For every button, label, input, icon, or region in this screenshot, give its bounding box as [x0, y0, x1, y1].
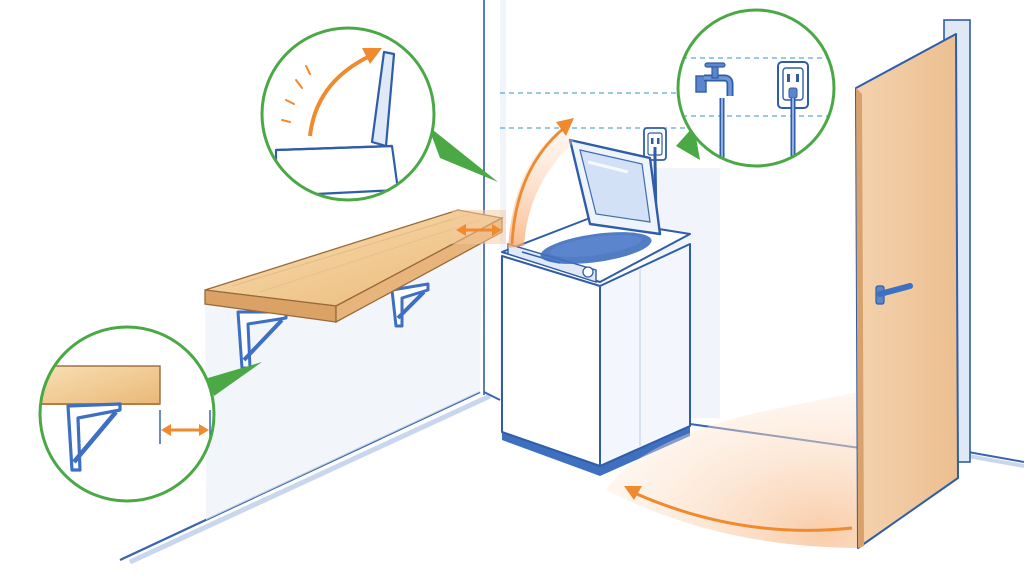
shelf-bracket-right [390, 282, 430, 328]
height-guide-lines [500, 92, 700, 129]
top-load-washer [501, 217, 691, 476]
washer-lid [568, 138, 662, 236]
lid-open-curved-arrow-icon [308, 48, 382, 137]
door [855, 19, 971, 549]
lid-swing-curved-arrow-icon [508, 118, 574, 248]
callout-lid-clearance [260, 26, 436, 202]
door-handle-icon [875, 283, 913, 305]
callout-faucet-outlet [676, 8, 836, 168]
edge-clearance-double-arrow-icon [161, 424, 209, 436]
shelf-clearance-double-arrow-icon [452, 210, 506, 244]
door-swing-area [606, 392, 860, 548]
power-outlet-icon [777, 61, 809, 166]
shelf-bracket-icon [66, 402, 122, 472]
callout-shelf-edge [38, 325, 216, 503]
